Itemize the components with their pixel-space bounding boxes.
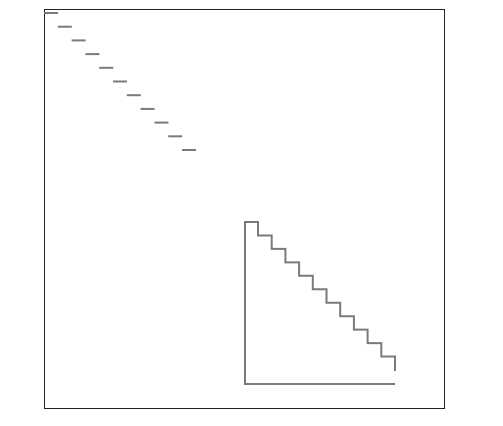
dash-staircase xyxy=(44,12,196,151)
triangle-staircase-shape xyxy=(244,221,396,385)
triangle-staircase-outline xyxy=(244,221,396,385)
